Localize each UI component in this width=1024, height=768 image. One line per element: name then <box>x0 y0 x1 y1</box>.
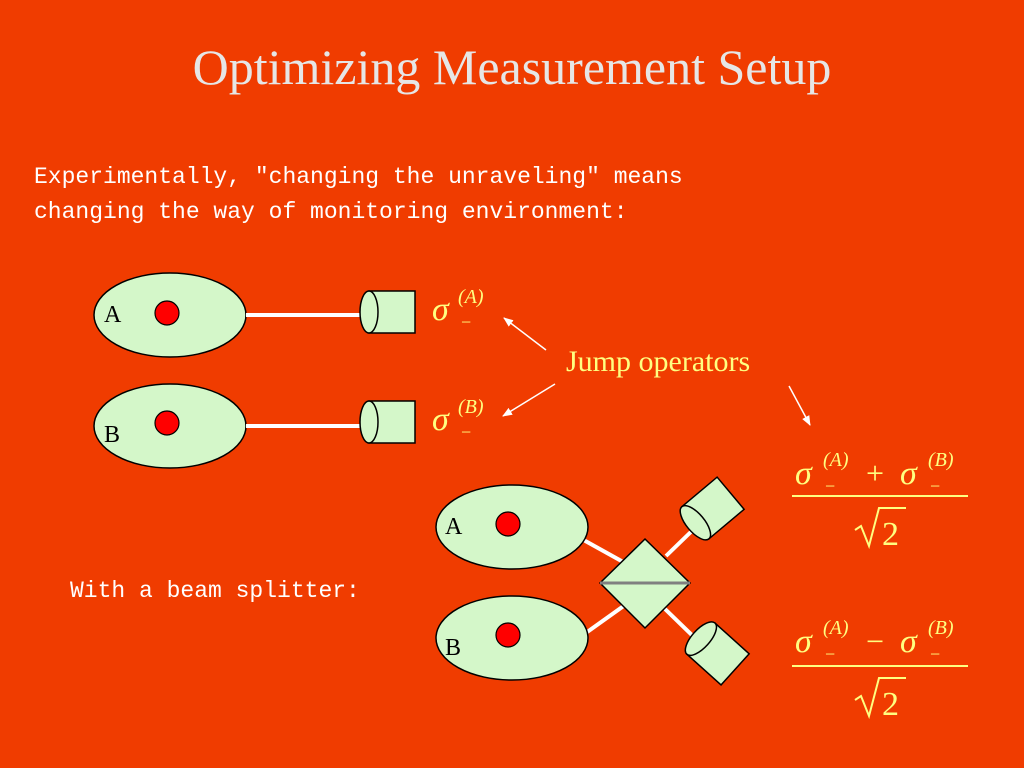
svg-text:−: − <box>461 422 471 442</box>
svg-text:−: − <box>930 644 940 664</box>
operator-difference-fraction: σ (A) − − σ (B) − 2 <box>792 617 968 723</box>
atom-a-top: A <box>93 272 247 358</box>
svg-text:σ: σ <box>432 401 450 438</box>
atom-b-label: B <box>104 422 120 448</box>
intro-line-2: changing the way of monitoring environme… <box>34 199 628 225</box>
svg-text:(B): (B) <box>458 396 484 418</box>
svg-text:2: 2 <box>882 516 899 553</box>
atom-a-bs: A <box>435 484 589 570</box>
atom-b-dot <box>154 410 180 436</box>
atom-a-dot <box>154 300 180 326</box>
svg-text:−: − <box>461 312 471 332</box>
svg-text:(A): (A) <box>823 617 849 639</box>
atom-a-label: A <box>104 302 122 328</box>
atom-a-bs-dot <box>495 511 521 537</box>
operator-sigma-a: σ (A) − <box>432 286 484 332</box>
intro-line-1: Experimentally, "changing the unraveling… <box>34 164 683 190</box>
bs-detector-2 <box>684 621 751 687</box>
atom-b-bs-dot <box>495 622 521 648</box>
svg-text:σ: σ <box>900 455 918 492</box>
intro-text: Experimentally, "changing the unraveling… <box>34 160 683 230</box>
bs-detector-1 <box>679 476 746 541</box>
detector-a <box>359 290 416 334</box>
operator-sum-fraction: σ (A) − + σ (B) − 2 <box>792 449 968 553</box>
svg-text:σ: σ <box>900 623 918 660</box>
atom-b-bs-label: B <box>445 635 461 661</box>
detector-b <box>359 400 416 444</box>
arrow-to-sigma-b <box>502 383 556 417</box>
svg-text:−: − <box>825 476 835 496</box>
beam-splitter-label: With a beam splitter: <box>70 578 360 604</box>
bs-beam-in-a <box>579 536 626 565</box>
atom-b-top: B <box>93 383 247 469</box>
svg-text:σ: σ <box>795 623 813 660</box>
svg-text:(B): (B) <box>928 449 954 471</box>
svg-text:−: − <box>930 476 940 496</box>
operator-sigma-b: σ (B) − <box>432 396 484 442</box>
svg-text:σ: σ <box>795 455 813 492</box>
jump-operators-label: Jump operators <box>566 345 750 378</box>
svg-text:−: − <box>825 644 835 664</box>
svg-text:(B): (B) <box>928 617 954 639</box>
beam-splitter <box>598 537 692 630</box>
svg-text:(A): (A) <box>458 286 484 308</box>
svg-text:(A): (A) <box>823 449 849 471</box>
arrow-to-sigma-a <box>503 317 547 351</box>
atom-b-bs: B <box>435 595 589 681</box>
slide-title: Optimizing Measurement Setup <box>192 39 832 95</box>
svg-text:2: 2 <box>882 686 899 723</box>
svg-text:−: − <box>866 623 884 659</box>
atom-a-bs-label: A <box>445 514 463 540</box>
bs-beam-in-b <box>581 603 627 637</box>
arrow-to-sum-operator <box>788 385 811 426</box>
svg-text:+: + <box>866 455 884 491</box>
svg-text:σ: σ <box>432 291 450 328</box>
